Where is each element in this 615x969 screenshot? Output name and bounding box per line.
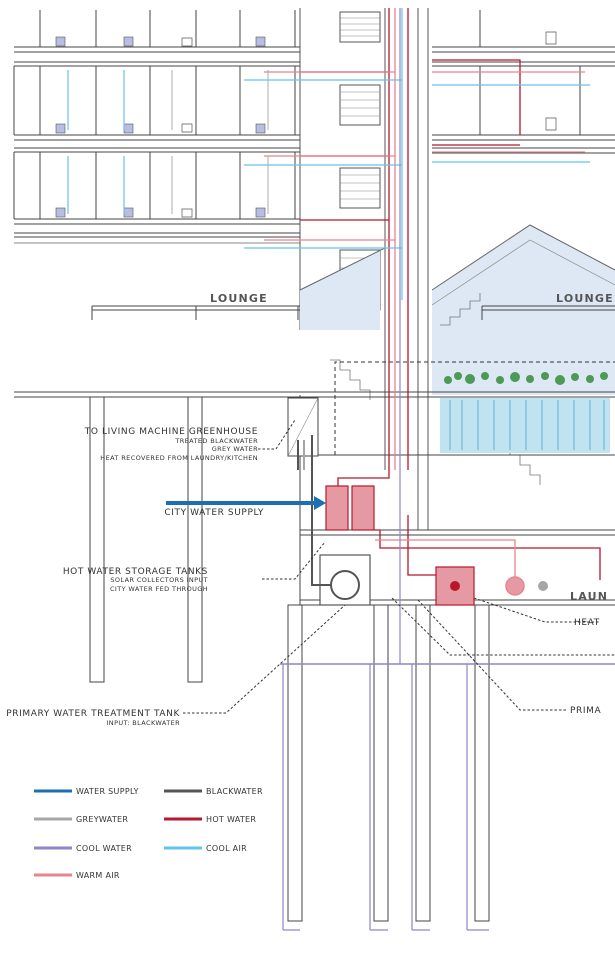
callout-primary-tank-line: INPUT: BLACKWATER: [106, 719, 180, 727]
callout-hot-tanks-line: SOLAR COLLECTORS INPUT: [110, 576, 208, 584]
callout-hot-tanks-line: CITY WATER FED THROUGH: [110, 585, 208, 593]
callout-hot-tanks-title: HOT WATER STORAGE TANKS: [63, 567, 208, 577]
callout-hot-water-tanks: HOT WATER STORAGE TANKS SOLAR COLLECTORS…: [63, 567, 208, 593]
callout-greenhouse-line: HEAT RECOVERED FROM LAUNDRY/KITCHEN: [100, 454, 258, 462]
callout-primary-tank: PRIMARY WATER TREATMENT TANK INPUT: BLAC…: [6, 709, 180, 727]
legend-label: BLACKWATER: [206, 787, 263, 796]
room-label-laundry: LAUN: [570, 590, 608, 603]
room-label-lounge-left: LOUNGE: [210, 292, 268, 305]
callout-greenhouse-line: TREATED BLACKWATER: [174, 437, 258, 445]
callout-greenhouse: TO LIVING MACHINE GREENHOUSE TREATED BLA…: [84, 427, 258, 462]
legend-label: COOL AIR: [206, 844, 247, 853]
greenhouse: [299, 224, 615, 485]
piping: [67, 8, 615, 931]
callout-heat: HEAT: [574, 618, 600, 628]
legend-label: WATER SUPPLY: [76, 787, 139, 796]
room-label-lounge-right: LOUNGE: [556, 292, 614, 305]
callout-prima: PRIMA: [570, 706, 602, 716]
residential-floors: [13, 10, 557, 244]
callout-greenhouse-line: GREY WATER: [212, 445, 258, 453]
right-upper-floors: [432, 10, 615, 154]
legend: WATER SUPPLY BLACKWATER GREYWATER HOT WA…: [34, 787, 263, 880]
callout-primary-tank-title: PRIMARY WATER TREATMENT TANK: [6, 709, 180, 719]
legend-label: COOL WATER: [76, 844, 132, 853]
foundation-piles: [89, 396, 615, 922]
callout-greenhouse-title: TO LIVING MACHINE GREENHOUSE: [84, 427, 258, 437]
legend-label: HOT WATER: [206, 815, 256, 824]
legend-label: WARM AIR: [76, 871, 120, 880]
callout-city-water-supply: CITY WATER SUPPLY: [164, 508, 264, 518]
legend-label: GREYWATER: [76, 815, 128, 824]
